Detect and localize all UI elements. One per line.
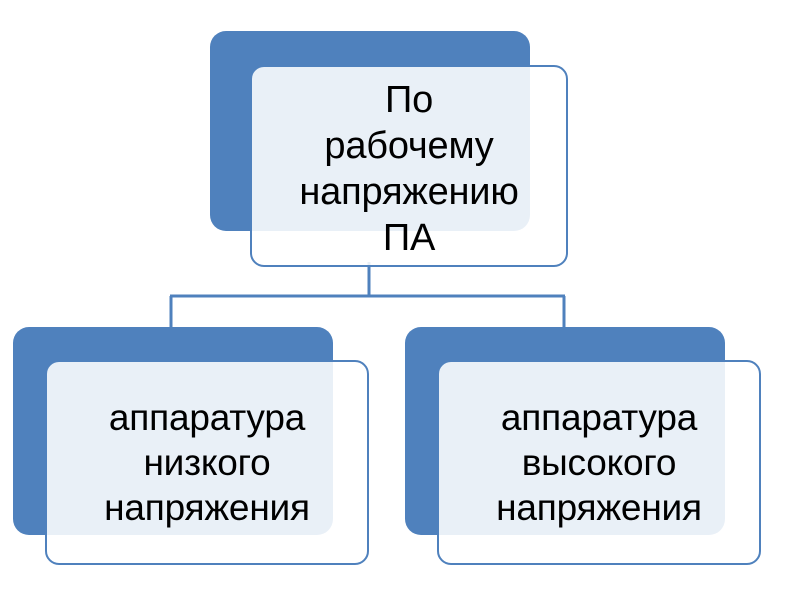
node-root[interactable]: По рабочему напряжению ПА — [210, 31, 570, 269]
node-child-low[interactable]: аппаратура низкого напряжения — [13, 327, 371, 567]
node-child-high-card[interactable]: аппаратура высокого напряжения — [437, 360, 761, 565]
node-child-low-label: аппаратура низкого напряжения — [104, 397, 310, 528]
node-root-label: По рабочему напряжению ПА — [299, 79, 519, 259]
node-child-high-label: аппаратура высокого напряжения — [496, 397, 702, 528]
node-child-low-card[interactable]: аппаратура низкого напряжения — [45, 360, 369, 565]
node-child-high[interactable]: аппаратура высокого напряжения — [405, 327, 763, 567]
node-root-card[interactable]: По рабочему напряжению ПА — [250, 65, 568, 267]
